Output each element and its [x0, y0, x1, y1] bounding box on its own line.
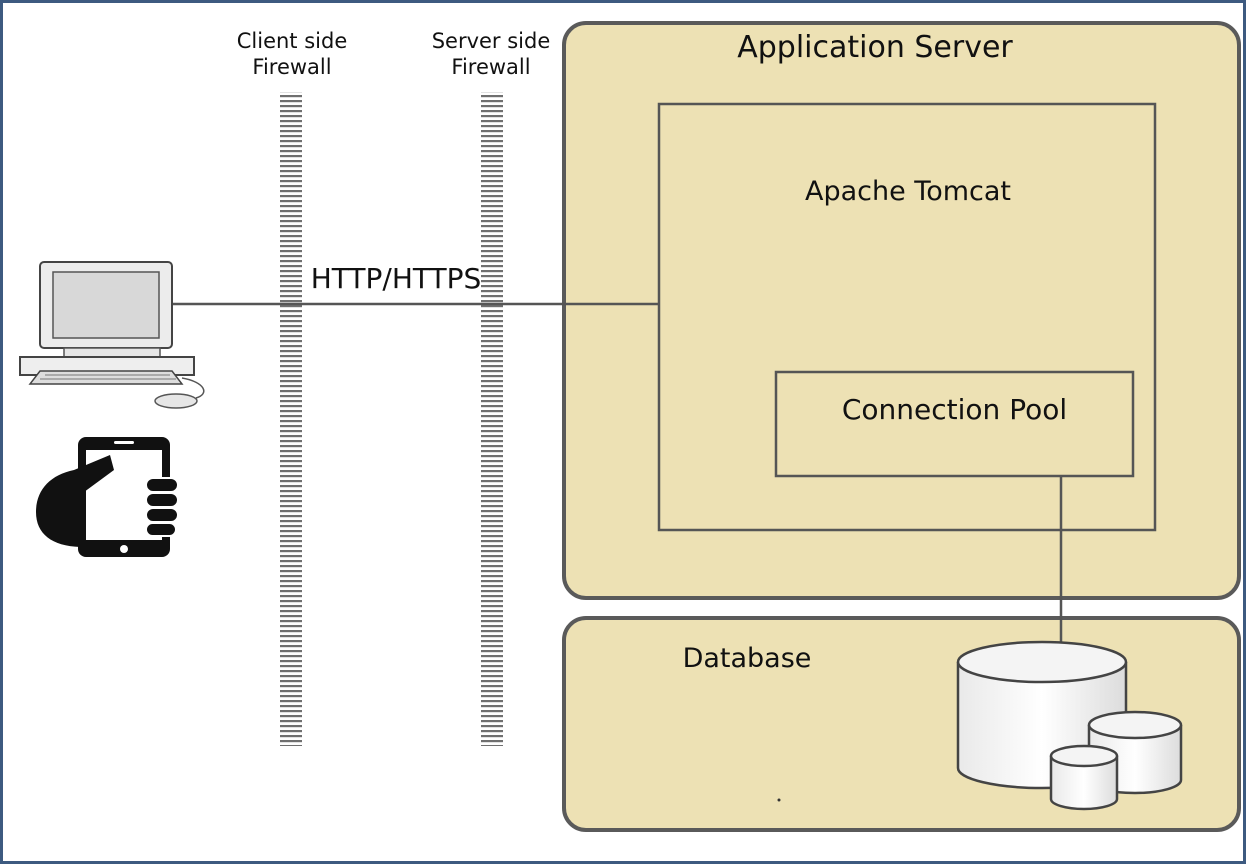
application-server-title: Application Server: [737, 30, 1013, 65]
server-firewall: [481, 92, 503, 746]
database-cylinders-icon: [956, 640, 1183, 811]
smartphone-hand-icon: [36, 437, 179, 557]
apache-tomcat-box: [657, 102, 1157, 532]
server-firewall-label-line1: Server side: [431, 29, 551, 53]
protocol-label: HTTP/HTTPS: [310, 262, 482, 295]
server-firewall-label: Server side Firewall: [421, 28, 561, 80]
desktop-computer-icon: [19, 261, 205, 409]
application-server-box: [562, 21, 1241, 600]
database-title: Database: [682, 643, 812, 674]
connection-pool-box: [774, 370, 1135, 478]
server-firewall-label-line2: Firewall: [451, 55, 531, 79]
client-firewall-label-line2: Firewall: [252, 55, 332, 79]
connection-pool-title: Connection Pool: [841, 393, 1068, 426]
speck-dot: [777, 798, 781, 802]
client-firewall-label-line1: Client side: [236, 29, 348, 53]
client-firewall-label: Client side Firewall: [222, 28, 362, 80]
apache-tomcat-title: Apache Tomcat: [804, 176, 1011, 207]
client-firewall: [280, 92, 302, 746]
